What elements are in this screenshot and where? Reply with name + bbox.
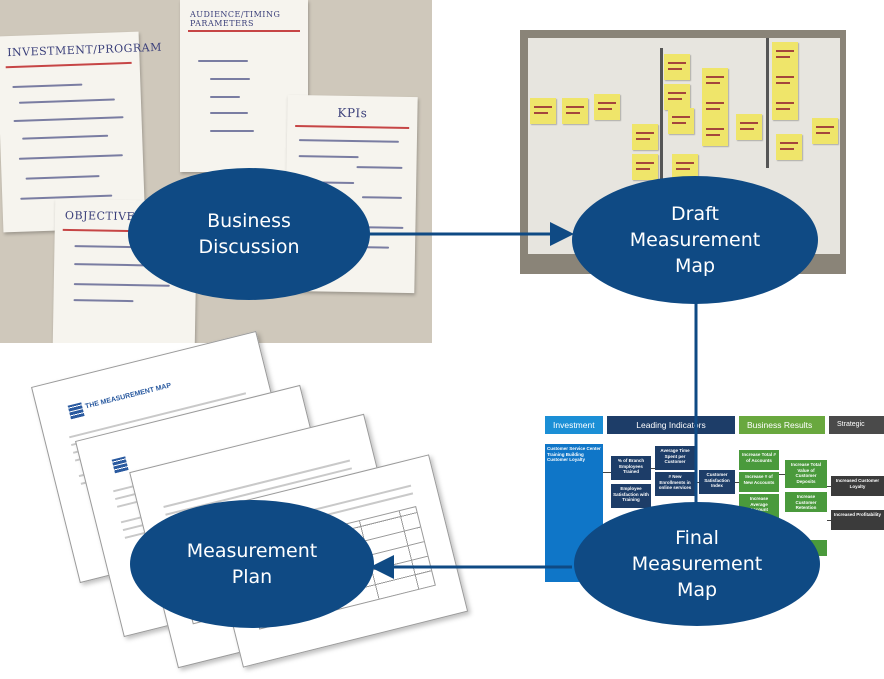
map-header-investment: Investment (545, 416, 603, 434)
stage-final-map-label: Final Measurement Map (631, 527, 763, 601)
stage-measurement-plan: Measurement Plan (130, 500, 374, 628)
map-box-employee-satisfaction: Employee Satisfaction with Training (611, 484, 651, 508)
map-box-loyalty: Increased Customer Loyalty (831, 476, 884, 496)
map-header-strategic: Strategic Goals (829, 416, 884, 446)
stage-draft-map: Draft Measurement Map (572, 176, 818, 304)
map-box-customer-satisfaction-index: Customer Satisfaction Index (699, 470, 735, 494)
map-box-average-time: Average Time Spent per Customer (655, 446, 695, 470)
map-box-profitability: Increased Profitability (831, 510, 884, 530)
map-header-leading: Leading Indicators (607, 416, 735, 434)
map-header-business: Business Results (739, 416, 825, 434)
map-box-total-accounts: Increase Total # of Accounts (739, 450, 779, 470)
stage-measurement-plan-label: Measurement Plan (186, 540, 318, 588)
stage-business-discussion: Business Discussion (128, 168, 370, 300)
map-box-total-value: Increase Total Value of Customer Deposit… (785, 460, 827, 488)
map-box-retention: Increase Customer Retention (785, 492, 827, 512)
map-box-branch-trained: % of Branch Employees Trained (611, 456, 651, 480)
map-box-enrollments: # New Enrollments in online services (655, 472, 695, 496)
stage-final-map: Final Measurement Map (574, 502, 820, 626)
map-box-new-accounts: Increase # of New Accounts (739, 472, 779, 492)
document-logo: THE MEASUREMENT MAP (84, 382, 172, 411)
flipchart-audience-title: AUDIENCE/TIMING PARAMETERS (190, 10, 281, 28)
stage-draft-map-label: Draft Measurement Map (629, 203, 761, 277)
stage-business-discussion-label: Business Discussion (198, 210, 300, 258)
